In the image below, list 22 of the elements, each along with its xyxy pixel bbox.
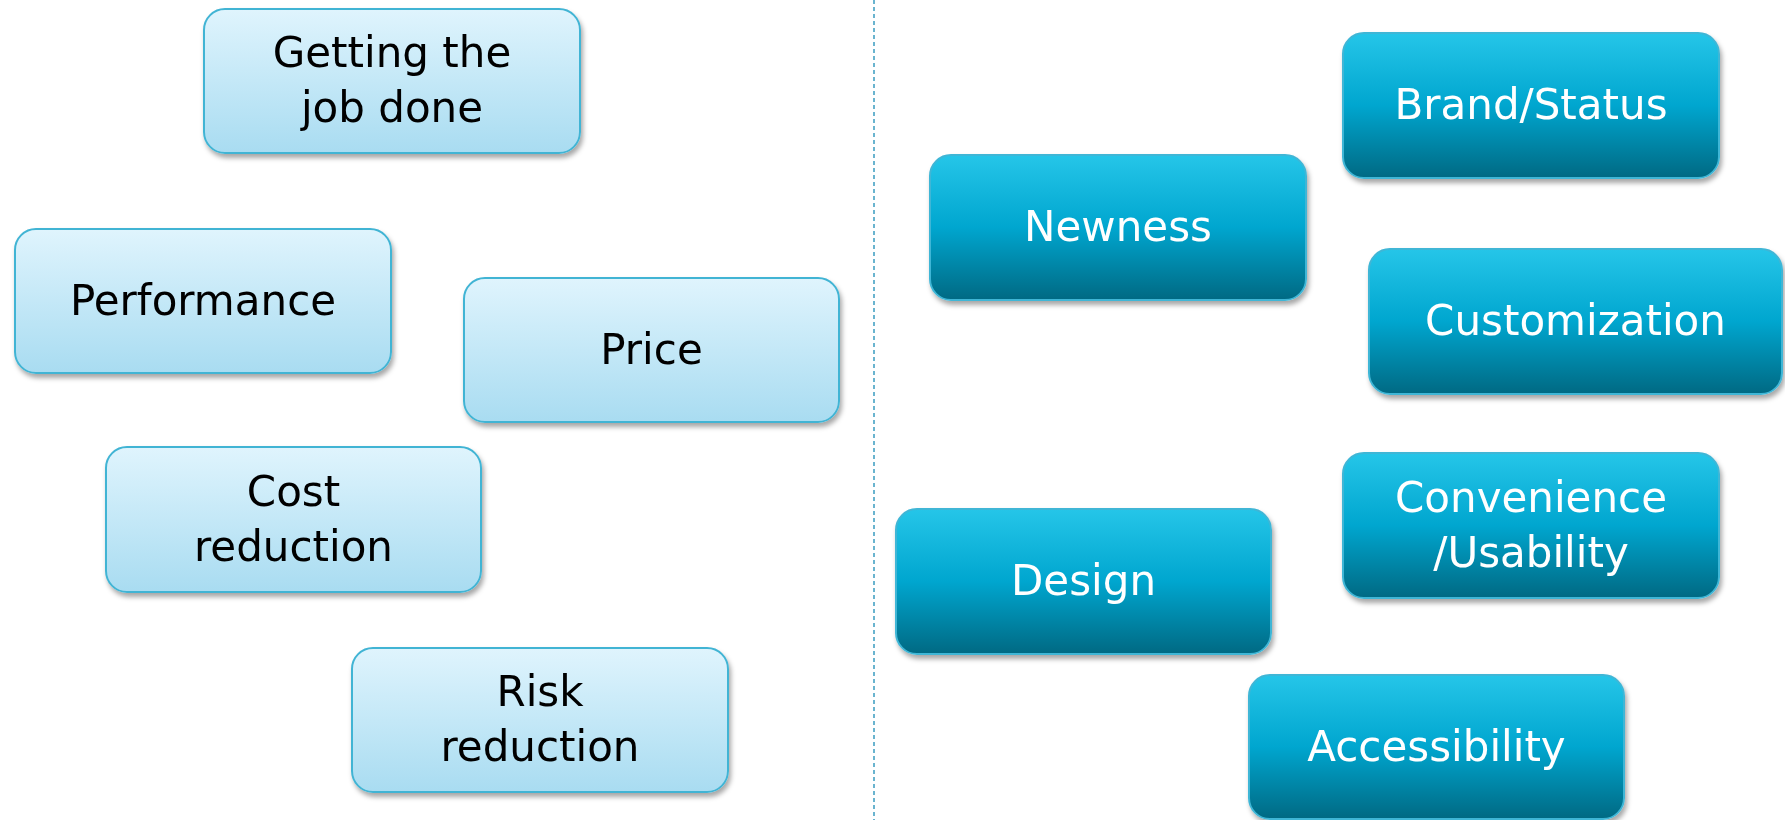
box-label: Customization bbox=[1425, 295, 1726, 348]
rounded-box bbox=[14, 228, 392, 374]
box-label: Design bbox=[1011, 555, 1156, 608]
rounded-box bbox=[463, 277, 840, 423]
box-label: Newness bbox=[1024, 201, 1212, 254]
box-label: Accessibility bbox=[1307, 720, 1566, 773]
box-label: Risk reduction bbox=[439, 666, 641, 773]
box-label: Performance bbox=[69, 274, 337, 327]
box-label: Convenience /Usability bbox=[1394, 471, 1668, 579]
box-label: Brand/Status bbox=[1394, 79, 1668, 132]
rounded-box bbox=[1342, 452, 1720, 599]
box-label: Cost reduction bbox=[193, 465, 394, 573]
box-label: Price bbox=[600, 323, 703, 376]
rounded-box bbox=[105, 446, 482, 593]
rounded-box bbox=[351, 647, 729, 793]
box-label: Getting the job done bbox=[271, 27, 513, 134]
rounded-box bbox=[203, 8, 581, 154]
rounded-box bbox=[1342, 32, 1720, 179]
rounded-box bbox=[1368, 248, 1783, 395]
rounded-box bbox=[929, 154, 1307, 301]
rounded-box bbox=[895, 508, 1272, 655]
rounded-box bbox=[1248, 674, 1625, 820]
